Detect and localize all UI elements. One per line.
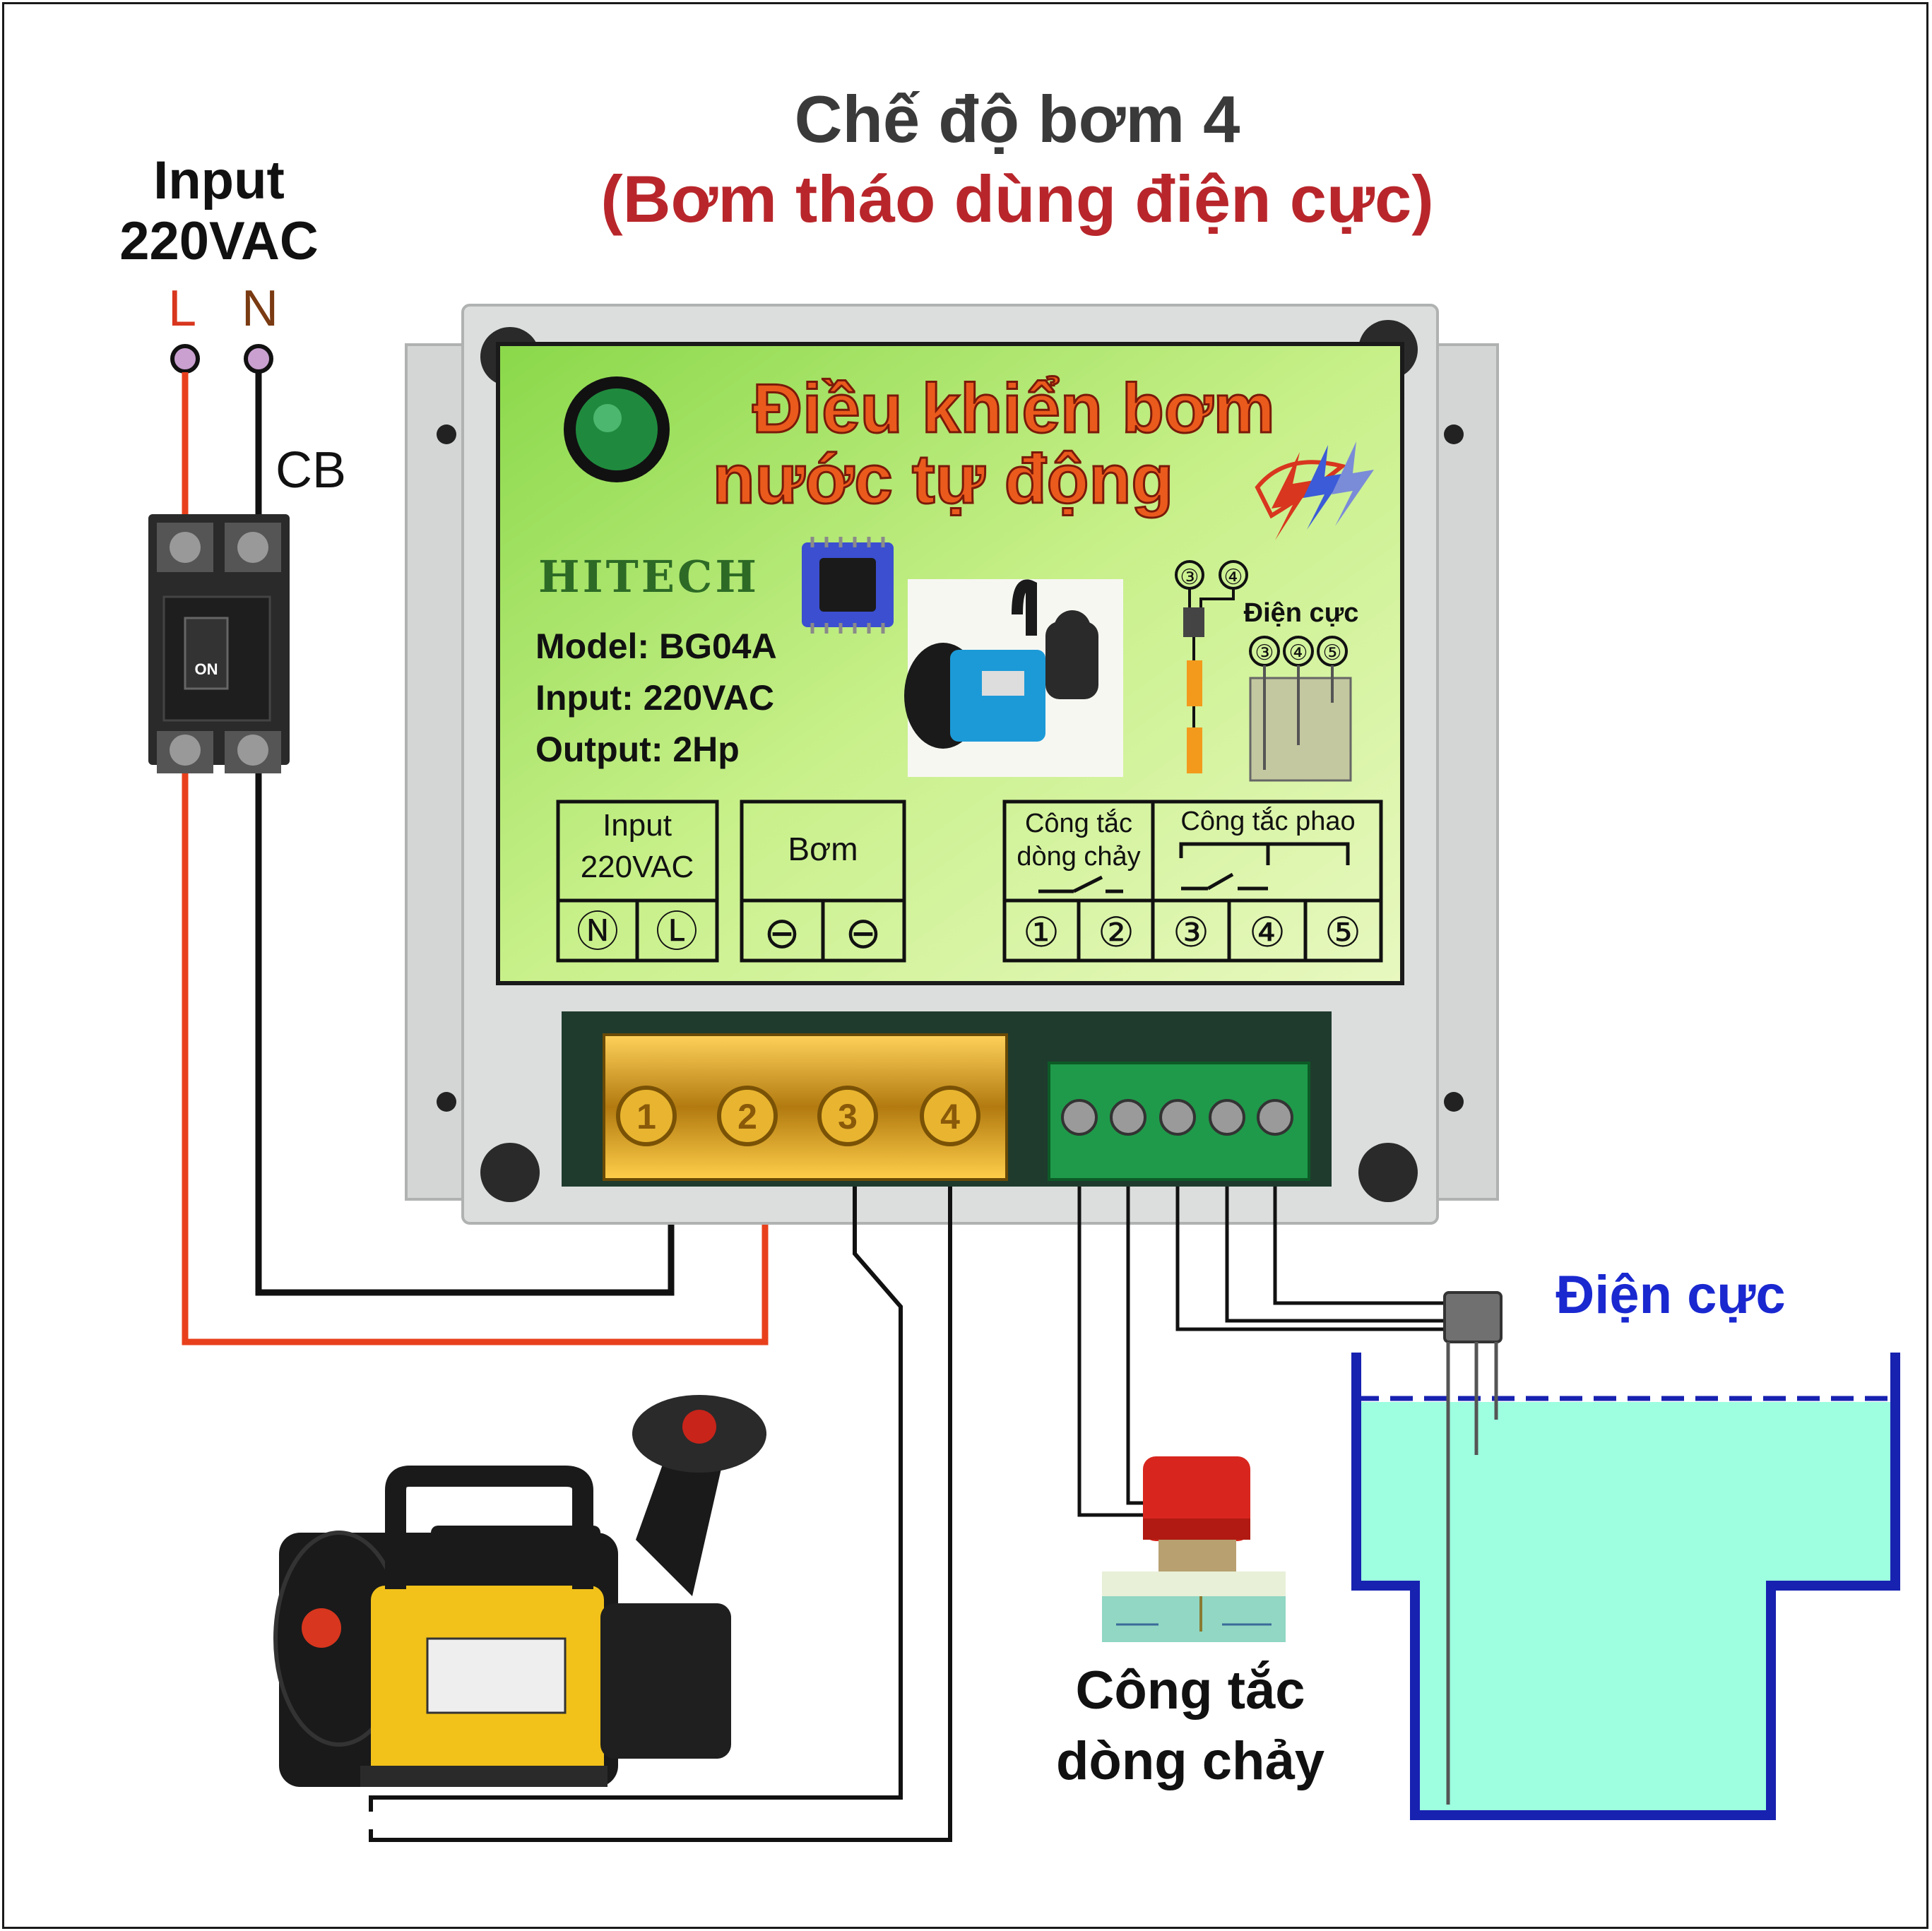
power-terminal-block: 1 2 3 4	[603, 1033, 1008, 1181]
probe-top-3: ③	[1180, 566, 1199, 589]
input-voltage-label: 220VAC	[119, 211, 319, 271]
table-flow-label-2: dòng chảy	[1017, 842, 1140, 872]
pin-l: Ⓛ	[656, 908, 698, 956]
screw-terminal-4: 4	[940, 1097, 960, 1136]
line-terminal	[170, 344, 200, 374]
terminal-table-switches	[1002, 800, 1383, 963]
switch-pin-1: ①	[1023, 910, 1060, 956]
panel-heading-2: nước tự động	[713, 440, 1174, 518]
pump-wires	[369, 1187, 952, 1842]
table-flow-label-1: Công tắc	[1025, 808, 1132, 838]
model-text: Model: BG04A	[535, 626, 777, 666]
mains-wires	[182, 372, 769, 1345]
neutral-terminal	[244, 344, 273, 374]
table-float-label: Công tắc phao	[1180, 806, 1355, 836]
line-label: L	[167, 280, 197, 337]
pump-pin-2: ⊖	[845, 909, 882, 958]
water-tank	[1351, 1291, 1900, 1820]
switch-pin-3: ③	[1173, 910, 1209, 956]
chip-icon	[802, 537, 894, 634]
panel-pump-image	[904, 579, 1123, 777]
pin-n: Ⓝ	[576, 908, 619, 956]
electrode-tank-label: Điện cực	[1555, 1265, 1786, 1325]
pump-pin-1: ⊖	[764, 909, 800, 958]
flow-switch-wires	[1077, 1187, 1144, 1517]
switch-pin-4: ④	[1249, 910, 1286, 956]
table-input-voltage: 220VAC	[581, 850, 694, 884]
switch-pin-5: ⑤	[1324, 910, 1361, 956]
terminal-table-input	[556, 800, 719, 963]
terminal-table-pump	[740, 800, 906, 963]
neutral-label: N	[242, 280, 278, 337]
input-label: Input	[153, 150, 285, 210]
probe-num-3: ③	[1255, 641, 1274, 665]
electrode-wires	[1175, 1187, 1445, 1331]
screw-terminal-1: 1	[636, 1097, 656, 1136]
input-spec-text: Input: 220VAC	[535, 678, 774, 718]
cb-on-text: ON	[195, 660, 218, 678]
probe-num-5: ⑤	[1323, 641, 1342, 665]
probe-num-4: ④	[1289, 641, 1308, 665]
screw-terminal-3: 3	[838, 1097, 858, 1136]
circuit-breaker: ON	[148, 514, 290, 773]
signal-terminal-block	[1048, 1062, 1310, 1181]
indicator-led	[576, 388, 658, 470]
panel-heading-1: Điều khiển bơm	[752, 369, 1274, 447]
table-pump-label: Bơm	[788, 831, 858, 867]
output-spec-text: Output: 2Hp	[535, 730, 740, 769]
panel-probe-diagram: ③ ④ Điện cực ③ ④ ⑤	[1175, 560, 1359, 782]
probe-top-4: ④	[1224, 566, 1243, 589]
cb-label: CB	[275, 442, 347, 499]
table-input-label: Input	[603, 808, 672, 843]
page-title: Chế độ bơm 4	[794, 82, 1240, 156]
brand-logo-icon	[1255, 441, 1374, 540]
pump-image	[273, 1395, 766, 1787]
flow-switch-label-1: Công tắc	[1075, 1660, 1305, 1721]
screw-terminal-2: 2	[737, 1097, 757, 1136]
flow-switch-label-2: dòng chảy	[1055, 1731, 1325, 1791]
brand-name: HITECH	[538, 551, 759, 602]
panel-electrode-label: Điện cực	[1244, 598, 1359, 628]
switch-pin-2: ②	[1098, 910, 1134, 956]
page-subtitle: (Bơm tháo dùng điện cực)	[600, 162, 1434, 236]
flow-switch-image	[1102, 1456, 1286, 1642]
